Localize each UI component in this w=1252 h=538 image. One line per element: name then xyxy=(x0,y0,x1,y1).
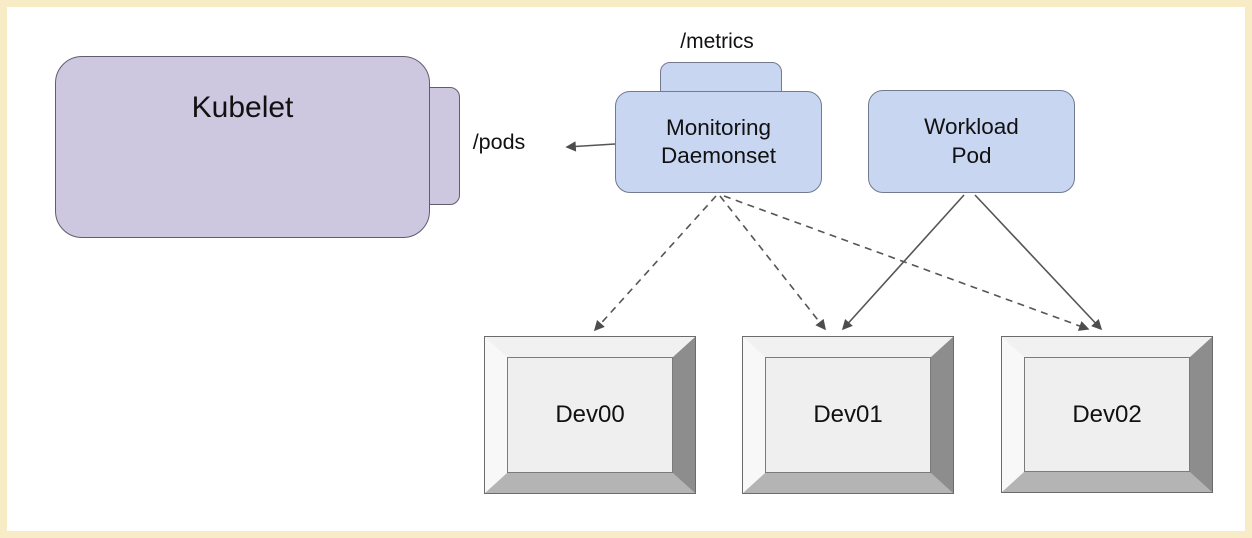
dev01-label: Dev01 xyxy=(813,401,883,428)
dev02-face: Dev02 xyxy=(1024,357,1190,472)
dev00-node: Dev00 xyxy=(484,336,696,494)
workload-pod-label-line2: Pod xyxy=(951,142,992,168)
kubelet-label: Kubelet xyxy=(191,91,294,124)
metrics-endpoint-label: /metrics xyxy=(680,30,754,53)
dev02-node: Dev02 xyxy=(1001,336,1213,493)
pods-endpoint-label: /pods xyxy=(472,130,526,154)
dev00-face: Dev00 xyxy=(507,357,673,473)
monitoring-daemonset-label-line1: Monitoring xyxy=(665,114,772,140)
monitoring-daemonset-label-line2: Daemonset xyxy=(660,143,777,168)
dev01-node: Dev01 xyxy=(742,336,954,494)
dev00-label: Dev00 xyxy=(555,401,625,428)
monitoring-daemonset-node: Monitoring Daemonset xyxy=(615,91,822,193)
workload-pod-label-line1: Workload xyxy=(924,114,1019,140)
workload-pod-node: Workload Pod xyxy=(868,90,1075,193)
dev02-label: Dev02 xyxy=(1072,400,1142,428)
kubelet-node: Kubelet xyxy=(55,56,430,238)
dev01-face: Dev01 xyxy=(765,357,931,473)
